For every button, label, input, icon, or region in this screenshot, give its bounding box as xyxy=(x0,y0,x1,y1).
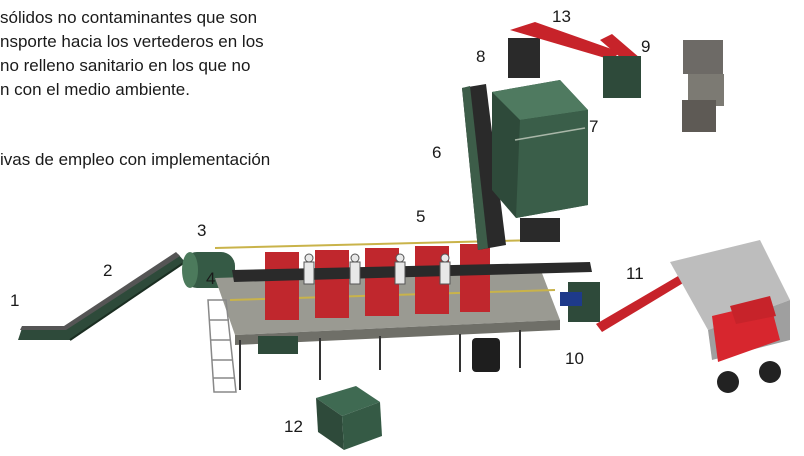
text-line-5: ivas de empleo con implementación xyxy=(0,150,271,169)
collection-container xyxy=(316,386,382,450)
label-10: 10 xyxy=(565,349,584,368)
label-11: 11 xyxy=(626,264,644,283)
storage-hoppers xyxy=(492,80,588,242)
tire xyxy=(472,338,500,372)
inclined-conveyor xyxy=(18,252,186,341)
elevator-conveyor xyxy=(462,84,506,250)
text-line-4: n con el medio ambiente. xyxy=(0,80,190,99)
label-4: 4 xyxy=(206,269,216,288)
top-conveyor xyxy=(508,22,641,98)
sorting-belt xyxy=(232,262,592,282)
label-13: 13 xyxy=(552,7,571,26)
label-1: 1 xyxy=(10,291,20,310)
label-7: 7 xyxy=(589,117,599,136)
compacted-bales xyxy=(682,40,724,132)
text-line-3: no relleno sanitario en los que no xyxy=(0,56,251,75)
label-8: 8 xyxy=(476,47,486,66)
dump-truck xyxy=(670,240,790,393)
text-line-2: nsporte hacia los vertederos en los xyxy=(0,32,264,51)
label-9: 9 xyxy=(641,37,651,56)
label-3: 3 xyxy=(197,221,207,240)
small-container xyxy=(258,336,298,354)
workers xyxy=(303,253,451,285)
label-5: 5 xyxy=(416,207,426,226)
label-6: 6 xyxy=(432,143,442,162)
label-12: 12 xyxy=(284,417,303,436)
text-line-1: sólidos no contaminantes que son xyxy=(0,8,258,27)
access-stairs xyxy=(207,299,237,393)
label-2: 2 xyxy=(103,261,113,280)
